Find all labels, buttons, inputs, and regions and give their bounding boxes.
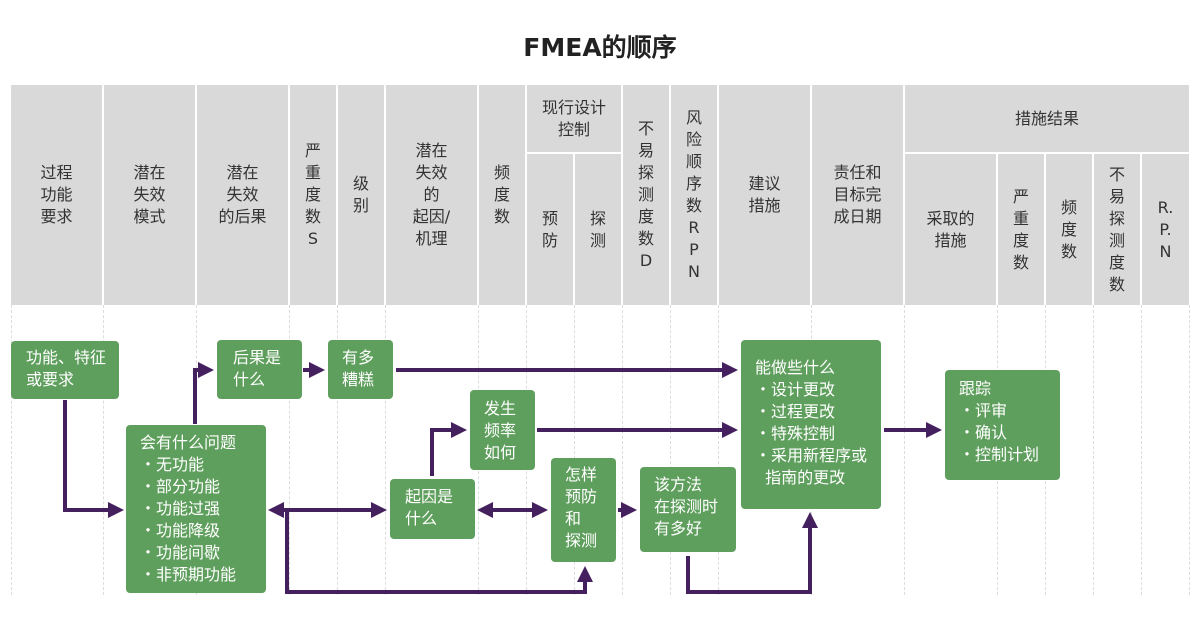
box-method-good-text: 该方法 在探测时 有多好 [654, 475, 719, 538]
header-result-detection: 不 易 探 测 度 数 [1094, 154, 1140, 305]
box-what-can-do: 能做些什么 ・设计更改 ・过程更改 ・特殊控制 ・采用新程序或 指南的更改 [741, 340, 881, 509]
box-how-bad: 有多 糟糕 [328, 340, 393, 399]
header-failure-mode: 潜在 失效 模式 [104, 85, 195, 305]
what-can-do-item: ・特殊控制 [755, 424, 836, 443]
box-what-wrong-title: 会有什么问题 [140, 433, 237, 452]
arrow-causes-to-frequency [430, 422, 467, 476]
box-prevent-detect: 怎样 预防 和 探测 [551, 458, 616, 562]
header-prevention: 预 防 [527, 154, 573, 305]
header-current-controls: 现行设计 控制 [527, 85, 621, 152]
what-wrong-item: ・非预期功能 [140, 565, 237, 584]
header-action-results: 措施结果 [905, 85, 1189, 152]
box-function-text: 功能、特征 或要求 [26, 348, 107, 389]
follow-up-item: ・确认 [959, 423, 1008, 442]
follow-up-item: ・控制计划 [959, 445, 1040, 464]
header-actions-taken: 采取的 措施 [905, 154, 996, 305]
arrow-failures-to-effects [193, 362, 214, 424]
what-wrong-item: ・功能间歇 [140, 543, 221, 562]
what-can-do-item: ・设计更改 [755, 380, 836, 399]
box-what-can-do-title: 能做些什么 [755, 358, 836, 377]
box-function: 功能、特征 或要求 [11, 341, 119, 399]
follow-up-item: ・评审 [959, 401, 1008, 420]
header-result-rpn: R. P. N [1142, 154, 1189, 305]
box-effects: 后果是 什么 [217, 340, 302, 399]
what-can-do-item: ・采用新程序或 指南的更改 [755, 446, 868, 487]
header-potential-cause: 潜在 失效 的 起因/ 机理 [386, 85, 477, 305]
box-causes: 起因是 什么 [390, 479, 475, 539]
header-failure-effect: 潜在 失效 的后果 [197, 85, 288, 305]
box-what-wrong: 会有什么问题 ・无功能 ・部分功能 ・功能过强 ・功能降级 ・功能间歇 ・非预期… [126, 425, 266, 593]
header-result-severity: 严 重 度 数 [998, 154, 1044, 305]
header-detection-rating: 不 易 探 测 度 数 D [623, 85, 669, 305]
what-wrong-item: ・功能过强 [140, 499, 221, 518]
what-wrong-item: ・无功能 [140, 455, 205, 474]
box-effects-text: 后果是 什么 [233, 348, 282, 389]
header-result-occurrence: 频 度 数 [1046, 154, 1092, 305]
header-class: 级 别 [338, 85, 384, 305]
header-rpn: 风 险 顺 序 数 R P N [671, 85, 717, 305]
what-can-do-item: ・过程更改 [755, 402, 836, 421]
header-occurrence: 频 度 数 [479, 85, 525, 305]
arrow-function-to-failures [63, 400, 124, 518]
box-follow-up: 跟踪 ・评审 ・确认 ・控制计划 [945, 370, 1060, 480]
header-severity: 严 重 度 数 S [290, 85, 336, 305]
what-wrong-item: ・部分功能 [140, 477, 221, 496]
header-recommended-actions: 建议 措施 [719, 85, 810, 305]
arrow-failures-to-controls [285, 512, 593, 594]
arrow-detection-to-actions [686, 512, 818, 594]
what-wrong-item: ・功能降级 [140, 521, 221, 540]
box-how-bad-text: 有多 糟糕 [342, 348, 375, 389]
header-responsibility: 责任和 目标完 成日期 [812, 85, 903, 305]
box-frequency-text: 发生 频率 如何 [484, 399, 517, 462]
header-process-function: 过程 功能 要求 [11, 85, 102, 305]
page-title: FMEA的顺序 [523, 33, 677, 62]
box-causes-text: 起因是 什么 [405, 487, 454, 528]
box-follow-up-title: 跟踪 [959, 379, 992, 398]
box-frequency: 发生 频率 如何 [470, 390, 535, 470]
header-detection: 探 测 [575, 154, 621, 305]
box-prevent-detect-text: 怎样 预防 和 探测 [565, 465, 598, 550]
box-method-good: 该方法 在探测时 有多好 [640, 467, 736, 552]
